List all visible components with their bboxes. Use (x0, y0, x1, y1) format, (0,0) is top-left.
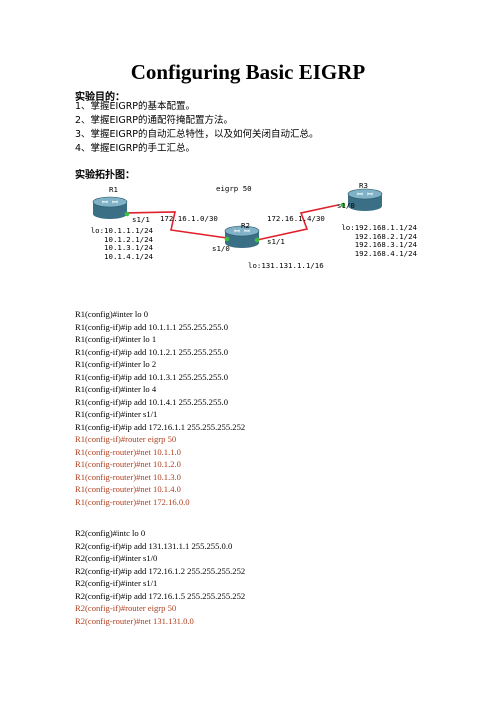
router-r2-loopback: lo:131.131.1.1/16 (248, 261, 324, 270)
config-line: R1(config-if)#ip add 10.1.2.1 255.255.25… (75, 346, 228, 357)
router-r3-loopbacks: lo:192.168.1.1/24 192.168.2.1/24 192.168… (333, 223, 417, 258)
router-r2-icon (224, 225, 260, 248)
router-r1-port: s1/1 (132, 215, 150, 224)
link-r2-r3 (256, 204, 339, 241)
router-r2-name: R2 (241, 221, 250, 230)
config-line: R1(config-if)#inter lo 1 (75, 334, 157, 344)
config-line: R1(config-router)#net 10.1.1.0 (75, 446, 181, 457)
config-line: R2(config-router)#net 131.131.0.0 (75, 615, 194, 626)
link1-subnet: 172.16.1.0/30 (160, 214, 218, 223)
config-line: R2(config)#intc lo 0 (75, 528, 146, 538)
port-dot (124, 211, 130, 217)
config-line: R1(config-if)#ip add 10.1.4.1 255.255.25… (75, 396, 228, 407)
loopback-label: 192.168.3.1/24 (354, 240, 417, 250)
config-line: R2(config-if)#ip add 131.131.1.1 255.255… (75, 540, 233, 551)
port-dot (254, 237, 260, 243)
router-r3-port: s1/0 (337, 201, 355, 210)
loopback-label: 192.168.2.1/24 (354, 231, 417, 241)
router-r1-icon (92, 196, 128, 219)
loopback-label: 10.1.4.1/24 (104, 251, 153, 261)
topology-heading: 实验拓扑图： (75, 170, 135, 181)
objective-item: 2、掌握EIGRP的通配符掩配置方法。 (75, 115, 234, 126)
config-line: R1(config-if)#inter lo 4 (75, 384, 157, 394)
page-title: Configuring Basic EIGRP (130, 60, 366, 84)
objective-item: 3、掌握EIGRP的自动汇总特性，以及如何关闭自动汇总。 (75, 129, 319, 140)
objective-item: 4、掌握EIGRP的手工汇总。 (75, 143, 196, 154)
router-r2-port-left: s1/0 (212, 244, 230, 253)
config-line: R1(config)#inter lo 0 (75, 309, 149, 319)
config-line: R2(config-if)#inter s1/0 (75, 553, 158, 563)
link-r1-r2 (124, 211, 228, 239)
config-line: R1(config-if)#inter s1/1 (75, 409, 158, 419)
router-r3-name: R3 (359, 181, 368, 190)
loopback-label: lo:10.1.1.1/24 (90, 226, 153, 235)
config-line: R2(config-if)#ip add 172.16.1.2 255.255.… (75, 565, 246, 576)
topology-diagram: R1 s1/1 lo:10.1.1.1/24 10.1.2.1/24 10.1.… (75, 178, 420, 273)
objectives-list: 1、掌握EIGRP的基本配置。 2、掌握EIGRP的通配符掩配置方法。 3、掌握… (75, 100, 319, 156)
loopback-label: lo:192.168.1.1/24 (341, 223, 417, 232)
router-r3-icon (347, 188, 383, 211)
config-line: R1(config-if)#ip add 10.1.3.1 255.255.25… (75, 371, 228, 382)
config-line: R1(config-router)#net 10.1.3.0 (75, 471, 181, 482)
router-r1-loopbacks: lo:10.1.1.1/24 10.1.2.1/24 10.1.3.1/24 1… (89, 226, 153, 261)
config-line: R1(config-if)#ip add 10.1.1.1 255.255.25… (75, 321, 228, 332)
router-r1-name: R1 (109, 185, 118, 194)
config-line: R1(config-router)#net 10.1.4.0 (75, 484, 181, 494)
port-dot (224, 236, 230, 242)
loopback-label: 192.168.4.1/24 (354, 248, 417, 258)
loopback-label: 10.1.3.1/24 (104, 243, 153, 253)
config-block-r1: R1(config)#inter lo 0 R1(config-if)#ip a… (75, 308, 245, 508)
router-r2-port-right: s1/1 (267, 237, 285, 246)
config-line: R1(config-router)#net 172.16.0.0 (75, 496, 190, 507)
config-line: R1(config-router)#net 10.1.2.0 (75, 459, 181, 469)
objectives-heading: 实验目的： (75, 92, 125, 103)
config-block-r2: R2(config)#intc lo 0 R2(config-if)#ip ad… (75, 527, 245, 627)
config-line: R1(config-if)#router eigrp 50 (75, 434, 177, 444)
port-dot (340, 202, 346, 208)
loopback-label: 10.1.2.1/24 (104, 234, 153, 244)
config-line: R2(config-if)#router eigrp 50 (75, 603, 177, 613)
link2-subnet: 172.16.1.4/30 (267, 214, 325, 223)
config-line: R2(config-if)#ip add 172.16.1.5 255.255.… (75, 590, 246, 601)
eigrp-process-label: eigrp 50 (216, 184, 252, 193)
config-line: R1(config-if)#ip add 172.16.1.1 255.255.… (75, 421, 246, 432)
topology-svg (92, 188, 383, 248)
objective-item: 1、掌握EIGRP的基本配置。 (75, 101, 196, 112)
config-line: R1(config-if)#inter lo 2 (75, 359, 157, 369)
config-line: R2(config-if)#inter s1/1 (75, 578, 158, 588)
